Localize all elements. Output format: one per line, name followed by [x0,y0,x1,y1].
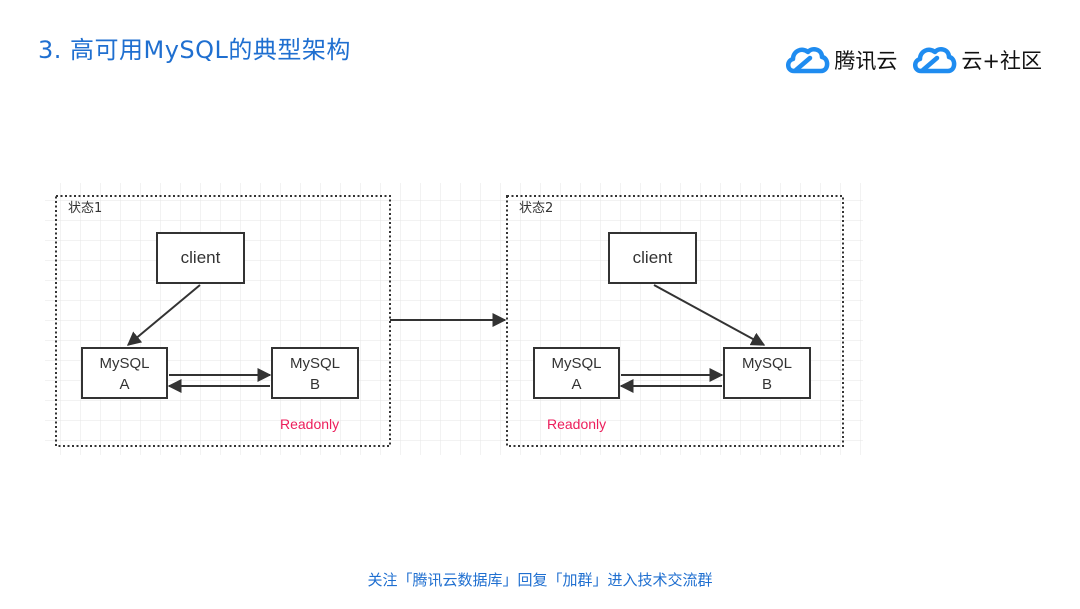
tencent-cloud-logo: 腾讯云 [784,43,897,77]
client-label: client [633,248,673,267]
client-box [156,232,245,284]
mysql-b-line2: B [310,376,320,393]
panel-label: 状态2 [519,201,553,216]
state-panel-2: 状态2 client MySQL A MySQL B Readonly [506,195,844,447]
mysql-b-line2: B [762,376,772,393]
brand-logos: 腾讯云 云+社区 [784,40,1042,80]
mysql-a-line2: A [571,376,581,393]
mysql-b-line1: MySQL [290,355,340,372]
client-box [608,232,697,284]
mysql-a-box [533,347,620,399]
client-to-b-arrow [653,284,766,346]
footer-note: 关注「腾讯云数据库」回复「加群」进入技术交流群 [367,571,713,589]
readonly-label: Readonly [547,416,606,432]
mysql-b-box [271,347,359,399]
cloud-community-logo: 云+社区 [911,43,1042,77]
mysql-a-line2: A [119,376,129,393]
client-to-a-arrow [126,284,201,346]
mysql-a-line1: MySQL [99,355,149,372]
readonly-label: Readonly [280,416,339,432]
slide-title: 3. 高可用MySQL的典型架构 [38,36,351,64]
cloud-icon [913,47,957,74]
logo-label: 腾讯云 [834,49,898,73]
panel-label: 状态1 [68,201,102,216]
mysql-a-line1: MySQL [551,355,601,372]
logo-label: 云+社区 [961,49,1042,73]
mysql-b-box [723,347,811,399]
mysql-b-line1: MySQL [742,355,792,372]
cloud-icon [786,47,830,74]
client-label: client [181,248,221,267]
panel-border [506,195,844,447]
mysql-a-box [81,347,168,399]
state-panel-1: 状态1 client MySQL A MySQL B Readonly [55,195,391,447]
